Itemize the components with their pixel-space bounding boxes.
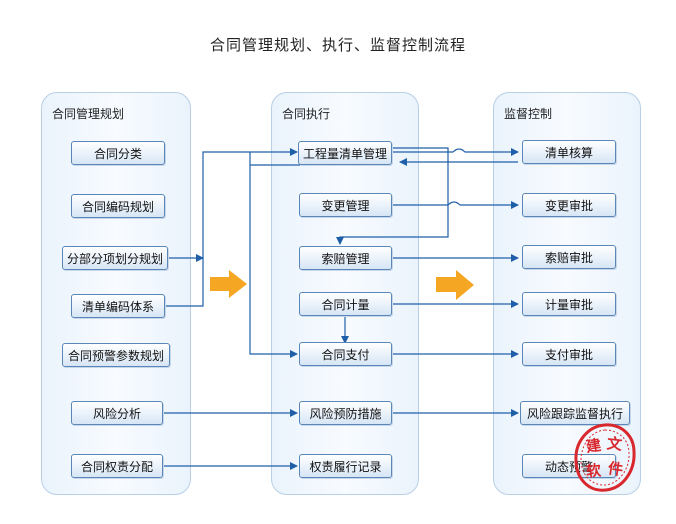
control-item[interactable]: 计量审批 (522, 292, 616, 316)
control-item[interactable]: 清单核算 (522, 140, 616, 164)
control-item[interactable]: 支付审批 (522, 342, 616, 366)
planning-item[interactable]: 合同分类 (71, 141, 165, 165)
execution-item[interactable]: 工程量清单管理 (298, 141, 392, 165)
execution-item[interactable]: 索赔管理 (299, 246, 392, 270)
execution-item[interactable]: 权责履行记录 (299, 454, 392, 478)
control-item[interactable]: 索赔审批 (522, 245, 616, 269)
planning-item[interactable]: 风险分析 (71, 401, 163, 425)
panel-title-control: 监督控制 (504, 107, 553, 121)
big-arrow-1 (210, 270, 247, 298)
panel-title-execution: 合同执行 (282, 107, 331, 121)
svg-text:件: 件 (607, 459, 624, 479)
planning-item[interactable]: 合同编码规划 (71, 194, 165, 218)
execution-item[interactable]: 风险预防措施 (299, 401, 392, 425)
planning-item[interactable]: 清单编码体系 (71, 294, 165, 318)
planning-item[interactable]: 分部分项划分规划 (62, 246, 168, 270)
big-arrow-2 (436, 270, 474, 300)
page-title: 合同管理规划、执行、监督控制流程 (209, 36, 466, 54)
control-item[interactable]: 变更审批 (522, 193, 616, 217)
planning-item[interactable]: 合同预警参数规划 (62, 343, 170, 367)
svg-text:软: 软 (585, 461, 602, 480)
control-item[interactable]: 动态预警 (522, 454, 616, 478)
execution-item[interactable]: 合同计量 (299, 292, 392, 316)
svg-text:文: 文 (606, 434, 624, 454)
company-stamp: 建 文 软 件 (574, 423, 636, 492)
panel-planning: 合同管理规划 (41, 92, 191, 495)
control-item[interactable]: 风险跟踪监督执行 (520, 401, 630, 425)
execution-item[interactable]: 变更管理 (299, 193, 392, 217)
planning-item[interactable]: 合同权责分配 (71, 454, 163, 478)
svg-text:建: 建 (585, 436, 603, 456)
execution-item[interactable]: 合同支付 (299, 342, 392, 366)
panel-title-planning: 合同管理规划 (52, 107, 125, 121)
